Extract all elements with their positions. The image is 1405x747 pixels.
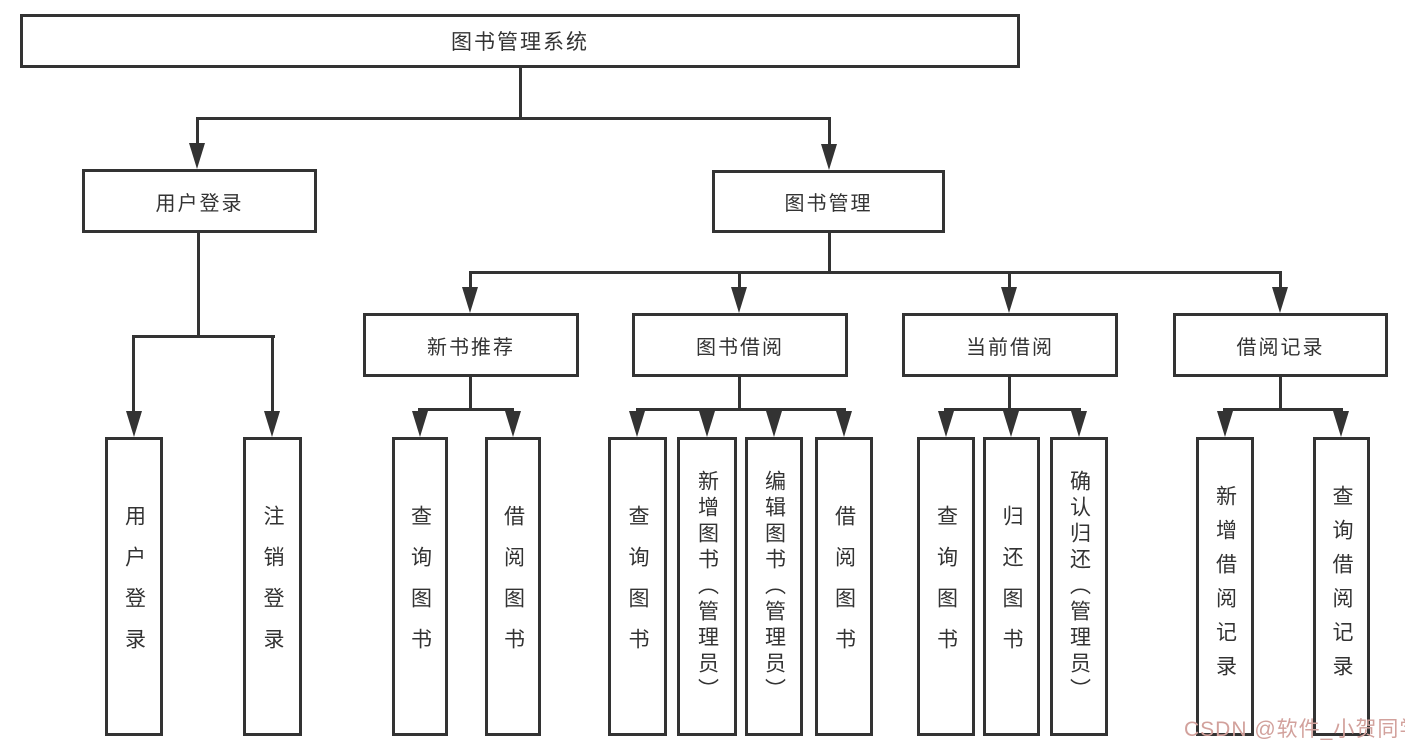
connector xyxy=(636,408,846,411)
connector xyxy=(271,335,274,413)
node-label: 借阅图书 xyxy=(832,504,856,669)
node-borrowing-records: 借阅记录 xyxy=(1173,313,1388,377)
leaf-confirm-return-admin: 确认归还（管理员） xyxy=(1050,437,1108,736)
arrow-down-icon xyxy=(264,411,280,437)
node-label: 查询借阅记录 xyxy=(1330,484,1353,689)
connector xyxy=(828,117,831,145)
connector xyxy=(738,271,741,289)
node-label: 查询图书 xyxy=(626,504,649,669)
node-label: 注销登录 xyxy=(261,504,284,669)
connector xyxy=(1279,271,1282,289)
leaf-add-books-admin: 新增图书（管理员） xyxy=(677,437,737,736)
arrow-down-icon xyxy=(821,144,837,170)
node-label: 查询图书 xyxy=(408,504,432,669)
connector xyxy=(1008,271,1011,289)
arrow-down-icon xyxy=(766,411,782,437)
arrow-down-icon xyxy=(629,411,645,437)
node-user-login: 用户登录 xyxy=(82,169,317,233)
node-book-borrowing: 图书借阅 xyxy=(632,313,848,377)
watermark: CSDN @软件_小贺同学 xyxy=(1184,718,1405,741)
arrow-down-icon xyxy=(1001,287,1017,313)
connector xyxy=(1008,377,1011,410)
connector xyxy=(738,377,741,410)
connector xyxy=(197,233,200,338)
arrow-down-icon xyxy=(1071,411,1087,437)
connector xyxy=(1223,408,1343,411)
node-label: 归还图书 xyxy=(1000,504,1023,669)
leaf-logout: 注销登录 xyxy=(243,437,302,736)
arrow-down-icon xyxy=(1333,411,1349,437)
node-label: 新书推荐 xyxy=(427,336,515,359)
connector xyxy=(196,117,831,120)
node-label: 新增借阅记录 xyxy=(1213,484,1237,689)
arrow-down-icon xyxy=(412,411,428,437)
arrow-down-icon xyxy=(938,411,954,437)
connector xyxy=(469,271,1282,274)
connector xyxy=(132,335,275,338)
leaf-query-borrow-record: 查询借阅记录 xyxy=(1313,437,1370,736)
leaf-query-books-borrowing: 查询图书 xyxy=(608,437,667,736)
arrow-down-icon xyxy=(189,143,205,169)
connector xyxy=(519,68,522,119)
arrow-down-icon xyxy=(699,411,715,437)
node-label: 用户登录 xyxy=(155,192,244,215)
node-label: 图书借阅 xyxy=(696,336,784,359)
leaf-user-login: 用户登录 xyxy=(105,437,163,736)
node-current-borrowing: 当前借阅 xyxy=(902,313,1118,377)
node-label: 当前借阅 xyxy=(966,336,1054,359)
connector xyxy=(469,377,472,410)
node-new-book-recommend: 新书推荐 xyxy=(363,313,579,377)
node-label: 新增图书（管理员） xyxy=(695,469,719,704)
node-label: 图书管理系统 xyxy=(451,31,589,54)
node-label: 借阅记录 xyxy=(1236,336,1325,359)
arrow-down-icon xyxy=(1003,411,1019,437)
connector xyxy=(469,271,472,289)
connector xyxy=(418,408,514,411)
arrow-down-icon xyxy=(1217,411,1233,437)
leaf-edit-books-admin: 编辑图书（管理员） xyxy=(745,437,803,736)
leaf-borrow-books: 借阅图书 xyxy=(815,437,873,736)
connector xyxy=(196,117,199,145)
connector xyxy=(132,335,135,413)
arrow-down-icon xyxy=(731,287,747,313)
leaf-query-books-current: 查询图书 xyxy=(917,437,975,736)
arrow-down-icon xyxy=(505,411,521,437)
node-label: 借阅图书 xyxy=(501,504,525,669)
leaf-add-borrow-record: 新增借阅记录 xyxy=(1196,437,1254,736)
leaf-return-books: 归还图书 xyxy=(983,437,1040,736)
node-label: 查询图书 xyxy=(934,504,958,669)
node-label: 编辑图书（管理员） xyxy=(762,469,786,704)
node-label: 用户登录 xyxy=(122,504,146,669)
node-library-system: 图书管理系统 xyxy=(20,14,1020,68)
connector xyxy=(828,233,831,273)
node-label: 图书管理 xyxy=(784,193,873,215)
node-label: 确认归还（管理员） xyxy=(1067,469,1091,704)
arrow-down-icon xyxy=(1272,287,1288,313)
arrow-down-icon xyxy=(836,411,852,437)
arrow-down-icon xyxy=(462,287,478,313)
node-book-management: 图书管理 xyxy=(712,170,945,233)
arrow-down-icon xyxy=(126,411,142,437)
connector xyxy=(1279,377,1282,410)
leaf-query-books-recommend: 查询图书 xyxy=(392,437,448,736)
leaf-borrow-books-recommend: 借阅图书 xyxy=(485,437,541,736)
